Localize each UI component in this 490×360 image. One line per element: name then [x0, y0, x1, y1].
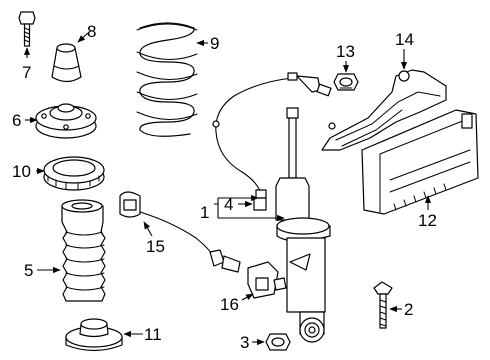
callout-15: 15	[146, 237, 165, 256]
part-7-bolt	[18, 11, 36, 47]
callout-1: 1	[200, 203, 209, 222]
part-4-sensor-cable	[212, 72, 332, 211]
callout-2: 2	[404, 300, 413, 319]
leader-lines	[23, 32, 432, 346]
callout-3: 3	[240, 333, 249, 352]
part-10-strut-bearing	[43, 156, 105, 191]
part-9-coil-spring	[136, 22, 198, 137]
part-6-strut-mount	[35, 103, 97, 139]
part-5-dust-boot	[61, 199, 106, 302]
callout-10: 10	[12, 162, 31, 181]
part-3-nut	[265, 333, 291, 351]
part-13-nut	[333, 73, 359, 91]
callout-6: 6	[12, 111, 21, 130]
part-16-sensor	[247, 261, 287, 299]
callout-7: 7	[22, 63, 31, 82]
callout-8: 8	[87, 22, 96, 41]
part-14-bracket	[321, 69, 447, 151]
callout-5: 5	[24, 261, 33, 280]
callout-9: 9	[210, 34, 219, 53]
part-12-control-module	[361, 109, 479, 215]
part-11-lower-spring-seat	[65, 318, 123, 352]
part-2-bolt	[373, 281, 393, 329]
callout-13: 13	[336, 42, 355, 61]
part-15-sensor-harness	[119, 191, 241, 273]
callout-4: 4	[224, 195, 233, 214]
callout-12: 12	[418, 211, 437, 230]
callout-16: 16	[220, 295, 239, 314]
part-8-bump-stop	[51, 43, 82, 83]
callout-14: 14	[395, 30, 414, 49]
part-1-strut-assembly	[275, 107, 331, 343]
callout-11: 11	[144, 325, 162, 344]
